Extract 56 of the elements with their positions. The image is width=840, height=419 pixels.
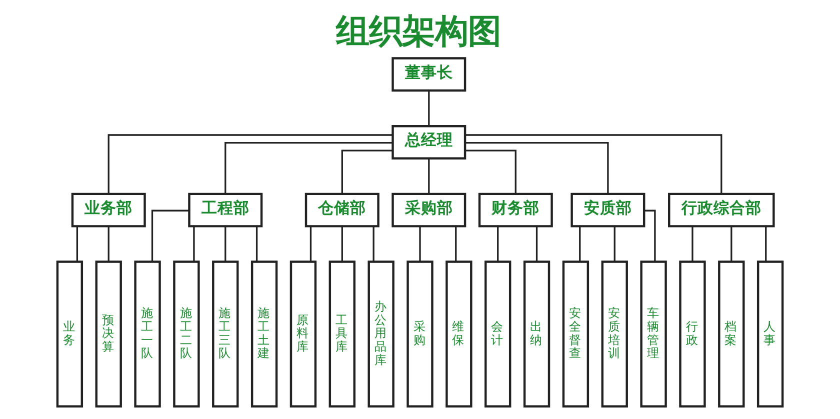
connector: [465, 134, 722, 194]
node-box: 安全督查: [562, 260, 590, 408]
connector: [224, 226, 226, 262]
node-box: 业务: [56, 260, 84, 408]
node-box: 预决算: [95, 260, 122, 408]
connector: [428, 158, 430, 194]
node-box: 施工二队: [173, 260, 200, 408]
node-box: 采购部: [392, 192, 466, 228]
connector: [644, 210, 656, 262]
node-box: 业务部: [71, 192, 146, 228]
node-box: 施工土建: [250, 260, 278, 408]
node-box: 档案: [718, 260, 745, 408]
connector: [497, 226, 499, 262]
node-box: 出纳: [523, 260, 550, 408]
connector: [151, 210, 189, 262]
connector: [579, 226, 581, 262]
node-box: 维保: [446, 260, 472, 408]
connector: [224, 142, 392, 194]
connector: [419, 226, 421, 262]
connector: [108, 134, 392, 194]
node-box: 安质培训: [601, 260, 628, 408]
connector: [76, 226, 78, 262]
node-box: 董事长: [392, 57, 466, 92]
connector: [256, 226, 258, 262]
connector: [341, 226, 343, 262]
connector: [310, 226, 312, 262]
node-box: 仓储部: [304, 192, 380, 228]
connector: [614, 226, 616, 262]
connector: [193, 226, 195, 262]
connector: [692, 226, 694, 262]
node-box: 总经理: [392, 124, 466, 160]
node-box: 会计: [484, 260, 512, 408]
connector: [465, 150, 516, 194]
node-box: 安质部: [570, 192, 646, 228]
node-box: 办公用品库: [368, 260, 394, 408]
connector: [765, 226, 767, 262]
connector: [455, 226, 457, 262]
node-box: 车辆管理: [640, 260, 667, 408]
node-box: 行政: [679, 260, 706, 408]
node-box: 工具库: [328, 260, 356, 408]
node-box: 施工一队: [134, 260, 161, 408]
node-box: 行政综合部: [668, 192, 775, 228]
node-box: 财务部: [478, 192, 553, 228]
node-box: 人事: [756, 260, 784, 408]
connector: [536, 226, 538, 262]
connector: [372, 226, 374, 262]
diagram-title: 组织架构图: [336, 12, 502, 51]
node-box: 原料库: [290, 260, 317, 408]
connector: [341, 150, 393, 194]
node-box: 施工三队: [212, 260, 239, 408]
node-box: 采购: [406, 260, 434, 408]
connector: [108, 226, 110, 262]
connector: [730, 226, 732, 262]
connector: [465, 142, 609, 194]
connector: [428, 90, 430, 126]
node-box: 工程部: [188, 192, 263, 228]
